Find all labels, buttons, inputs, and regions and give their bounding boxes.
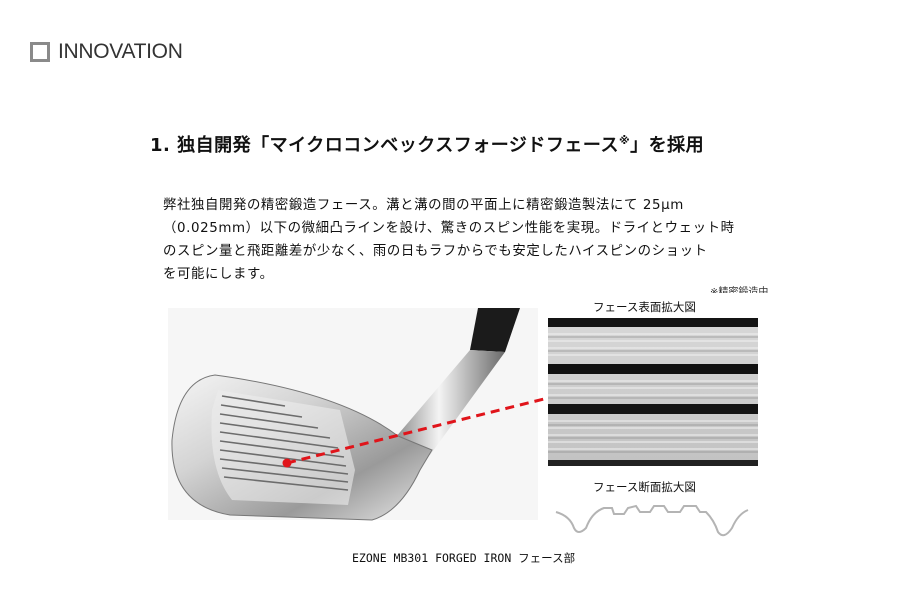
shaft-ferrule — [470, 308, 520, 352]
square-outline-icon — [30, 42, 50, 62]
surface-caption: フェース表面拡大図 — [593, 300, 696, 314]
paragraph-line: のスピン量と飛距離差が少なく、雨の日もラフからでも安定したハイスピンのショット — [163, 244, 708, 259]
heading-text: 1. 独自開発「マイクロコンベックスフォージドフェース — [150, 135, 619, 156]
face-score-lines — [219, 395, 349, 491]
figure-caption: EZONE MB301 FORGED IRON フェース部 — [352, 551, 576, 565]
section-caption: フェース断面拡大図 — [593, 480, 696, 494]
face-area — [211, 390, 355, 505]
surface-magnified-view — [548, 318, 758, 466]
cropped-note-text: ※精密鍛造中 — [710, 287, 769, 293]
paragraph-line: 弊社独自開発の精密鍛造フェース。溝と溝の間の平面上に精密鍛造製法にて 25μm — [163, 198, 684, 213]
section-header: INNOVATION — [30, 40, 183, 64]
description-paragraph: 弊社独自開発の精密鍛造フェース。溝と溝の間の平面上に精密鍛造製法にて 25μm … — [163, 194, 783, 286]
paragraph-line: を可能にします。 — [163, 267, 274, 282]
paragraph-line: （0.025mm）以下の微細凸ラインを設け、驚きのスピン性能を実現。ドライとウェ… — [163, 221, 735, 236]
heading-note-mark: ※ — [618, 134, 631, 147]
header-title: INNOVATION — [58, 40, 183, 63]
section-heading: 1. 独自開発「マイクロコンベックスフォージドフェース※」を採用 — [150, 131, 704, 157]
cross-section-profile — [555, 504, 749, 537]
heading-suffix: 」を採用 — [630, 135, 705, 156]
